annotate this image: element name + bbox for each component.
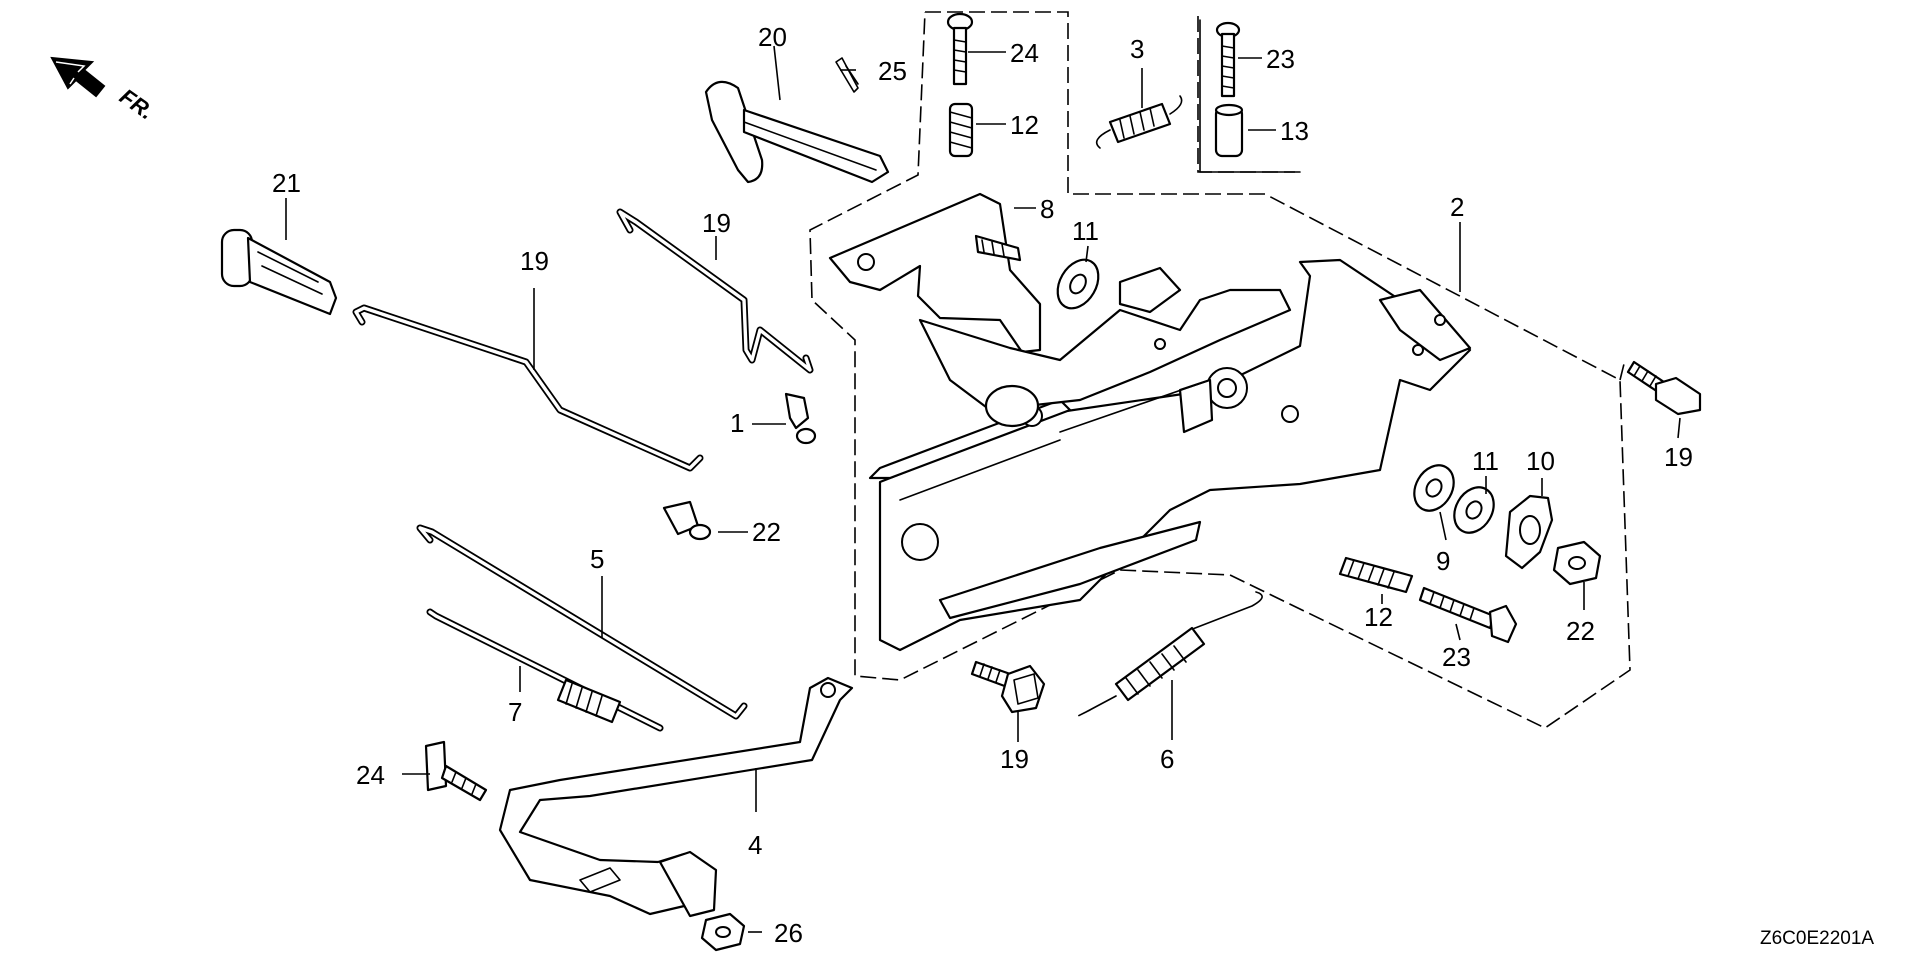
part-22-nut — [1552, 540, 1602, 586]
label-25: 26 — [774, 918, 803, 948]
label-10: 10 — [1526, 446, 1555, 476]
label-17: 21 — [272, 168, 301, 198]
part-3-spring — [1095, 95, 1183, 149]
part-4-lever — [498, 676, 854, 918]
part-9-washer — [1413, 464, 1455, 512]
part-16-lever — [704, 80, 890, 184]
label-2: 2 — [1450, 192, 1464, 222]
part-20-bolt — [424, 740, 488, 802]
label-6: 6 — [1160, 744, 1174, 774]
label-9: 9 — [1436, 546, 1450, 576]
part-labels: 20 21 19 19 1 22 5 7 4 24 26 25 25 24 12… — [272, 22, 1693, 948]
label-20: 24 — [356, 760, 385, 790]
label-13: 13 — [1280, 116, 1309, 146]
part-2-main-bracket — [868, 258, 1472, 652]
part-11-washer-upper — [1056, 258, 1100, 310]
part-6-spring — [1078, 591, 1263, 717]
part-21-screw — [1215, 21, 1241, 98]
label-18: 22 — [752, 517, 781, 547]
label-21: 23 — [1266, 44, 1295, 74]
diagram-code: Z6C0E2201A — [1760, 928, 1874, 949]
leader-lines — [285, 45, 1681, 933]
label-19-upper-text: 19 — [1664, 442, 1693, 472]
label-16: 20 — [758, 22, 787, 52]
label-8: 8 — [1040, 194, 1054, 224]
part-5-rod — [416, 524, 748, 720]
part-15-rod — [352, 304, 704, 472]
label-12-upper: 12 — [1010, 110, 1039, 140]
part-10-knob — [1504, 494, 1554, 570]
label-1: 1 — [730, 408, 744, 438]
label-26: 25 — [878, 56, 907, 86]
part-25-nut — [700, 912, 746, 952]
part-18-clamp — [662, 500, 712, 541]
label-5: 5 — [590, 544, 604, 574]
part-13-collar — [1214, 103, 1244, 158]
part-19-bolt-upper — [1626, 360, 1702, 416]
part-7-rod — [426, 608, 664, 732]
label-19-lower: 19 — [1000, 744, 1029, 774]
part-11-washer-lower — [1453, 486, 1495, 534]
label-24b: 24 — [1010, 38, 1039, 68]
front-arrow-icon — [50, 56, 106, 98]
label-11-lower: 11 — [1472, 446, 1499, 476]
part-8-bracket — [828, 192, 1042, 354]
part-17-knob — [220, 228, 338, 316]
part-19-bolt-lower — [970, 660, 1046, 714]
label-12-lower: 12 — [1364, 602, 1393, 632]
part-26-clip — [835, 57, 859, 93]
part-12-spring-upper — [948, 102, 974, 158]
label-15: 19 — [520, 246, 549, 276]
label-4: 4 — [748, 830, 762, 860]
part-24-screw — [946, 12, 974, 86]
label-23: 23 — [1442, 642, 1471, 672]
part-14-rod — [616, 208, 814, 374]
label-22-text: 22 — [1566, 616, 1595, 646]
label-11-upper: 11 — [1072, 216, 1099, 246]
label-3: 3 — [1130, 34, 1144, 64]
part-23-bolt — [1418, 586, 1518, 644]
label-14: 19 — [702, 208, 731, 238]
part-12-spring-lower — [1338, 556, 1414, 594]
front-mark: FR. — [115, 84, 158, 125]
part-1-clip — [784, 392, 817, 445]
label-7: 7 — [508, 697, 522, 727]
